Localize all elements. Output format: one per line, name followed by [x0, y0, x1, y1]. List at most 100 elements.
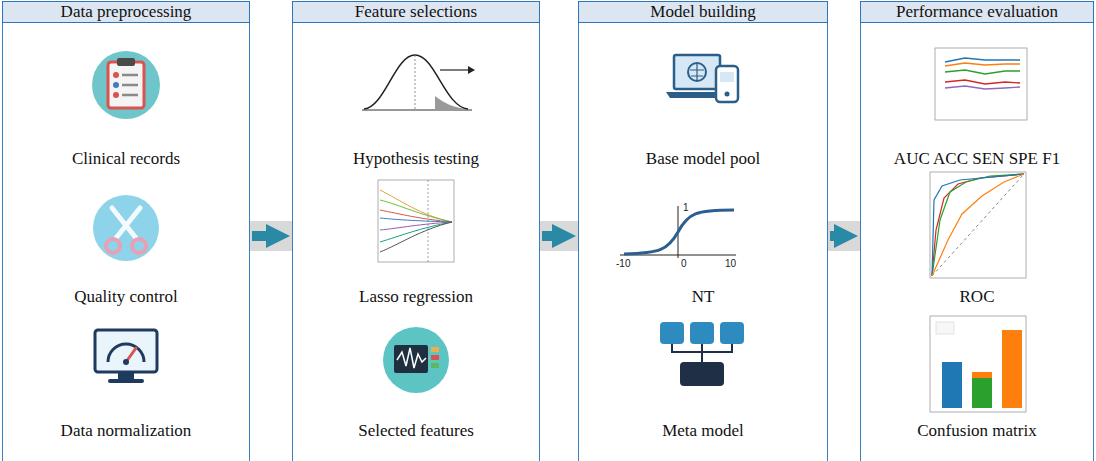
monitor-icon-part [123, 359, 129, 365]
meta-model-icon-part [690, 322, 714, 344]
step-label: AUC ACC SEN SPE F1 [894, 148, 1060, 170]
step-item: AUC ACC SEN SPE F1 [860, 148, 1094, 170]
step-label: Clinical records [72, 148, 180, 170]
roc-chart-part [930, 172, 1026, 278]
monitor-icon-part [118, 372, 134, 379]
panel-border [578, 22, 828, 461]
meta-model-icon [660, 322, 744, 386]
roc-chart-part [932, 174, 1024, 276]
panel-border [2, 22, 250, 461]
confusion-bar-chart-part [972, 378, 992, 408]
panel-border [860, 22, 1094, 461]
step-item: ROC [860, 286, 1094, 308]
axis-tick-label: 10 [725, 258, 736, 270]
normal-curve-icon [362, 55, 475, 110]
clipboard-icon-part [122, 84, 138, 87]
clipboard-icon-part [122, 94, 138, 97]
arrow-band [250, 221, 860, 251]
feature-screen-icon-part [431, 355, 439, 360]
laptop-icon [666, 55, 738, 102]
stage-header: Feature selections [292, 1, 540, 23]
clipboard-icon-part [113, 82, 119, 88]
step-item: Lasso regression [292, 286, 540, 308]
step-item: Data normalization [2, 420, 250, 442]
scissors-icon-part [112, 208, 136, 238]
roc-chart-part [932, 174, 1024, 276]
step-label: NT [692, 286, 715, 308]
metrics-line-chart-part [935, 48, 1027, 120]
metrics-line-chart-part [945, 70, 1020, 74]
laptop-icon-part [690, 63, 704, 81]
step-item: Base model pool [578, 148, 828, 170]
clipboard-icon-part [92, 51, 160, 119]
metrics-line-chart [935, 48, 1027, 120]
stage-panel: Performance evaluationAUC ACC SEN SPE F1… [860, 1, 1094, 461]
confusion-bar-chart-part [930, 316, 1026, 412]
roc-chart [930, 172, 1026, 278]
lasso-path-plot-part [380, 200, 452, 222]
clipboard-icon-part [117, 58, 135, 66]
clipboard-icon-part [113, 72, 119, 78]
panel-border [292, 22, 540, 461]
step-label: Quality control [74, 286, 177, 308]
normal-curve-icon-part [415, 55, 416, 110]
lasso-path-plot-part [380, 222, 452, 230]
feature-screen-icon-part [431, 363, 439, 368]
feature-screen-icon-part [383, 327, 449, 393]
confusion-bar-chart [930, 316, 1026, 412]
feature-screen-icon [383, 327, 449, 393]
lasso-path-plot-part [380, 218, 452, 222]
step-item: Meta model [578, 420, 828, 442]
monitor-icon [95, 330, 157, 383]
step-label: ROC [960, 286, 995, 308]
step-label: Data normalization [61, 420, 192, 442]
step-item: NT [578, 286, 828, 308]
confusion-bar-chart-part [1002, 330, 1022, 408]
confusion-bar-chart-part [942, 362, 962, 408]
stage-panel: Model buildingBase model poolNT Meta mode… [578, 1, 828, 461]
meta-model-icon-part [660, 322, 684, 344]
arrow-band-part [828, 221, 860, 251]
monitor-icon-part [95, 330, 157, 372]
roc-chart-part [932, 174, 1024, 276]
meta-model-icon-part [672, 344, 732, 362]
flow-arrow [542, 231, 564, 241]
sigmoid-plot [620, 206, 736, 258]
stage-header: Data preprocessing [2, 1, 250, 23]
clipboard-icon-part [122, 74, 138, 77]
stage-panel: Feature selectionsHypothesis testingLass… [292, 1, 540, 461]
normal-curve-icon-part [440, 69, 468, 70]
confusion-bar-chart-part [972, 372, 992, 378]
metrics-line-chart-part [945, 63, 1020, 66]
scissors-icon-part [106, 239, 120, 253]
monitor-icon-part [108, 379, 144, 383]
step-label: Hypothesis testing [353, 148, 479, 170]
metrics-line-chart-part [945, 58, 1020, 62]
step-label: Base model pool [646, 148, 760, 170]
flow-arrow [830, 231, 846, 241]
laptop-icon-part [720, 72, 734, 82]
metrics-line-chart-part [945, 86, 1020, 89]
laptop-icon-part [674, 55, 720, 89]
step-item: Clinical records [2, 148, 250, 170]
step-item: Hypothesis testing [292, 148, 540, 170]
arrow-band-part [540, 221, 578, 251]
sigmoid-plot-part [624, 210, 734, 254]
roc-chart-part [932, 174, 1024, 276]
lasso-path-plot-part [378, 180, 454, 262]
axis-tick-label: -10 [616, 258, 630, 270]
lasso-path-plot [378, 180, 454, 262]
axis-tick-label: 0 [681, 258, 687, 270]
stage-header: Model building [578, 1, 828, 23]
meta-model-icon-part [680, 362, 724, 386]
normal-curve-icon-part [468, 66, 475, 74]
clipboard-icon-part [108, 62, 144, 108]
feature-screen-icon-part [431, 347, 439, 352]
normal-curve-icon-part [364, 55, 468, 109]
clipboard-icon-part [113, 92, 119, 98]
metrics-line-chart-part [945, 80, 1020, 84]
step-item: Selected features [292, 420, 540, 442]
